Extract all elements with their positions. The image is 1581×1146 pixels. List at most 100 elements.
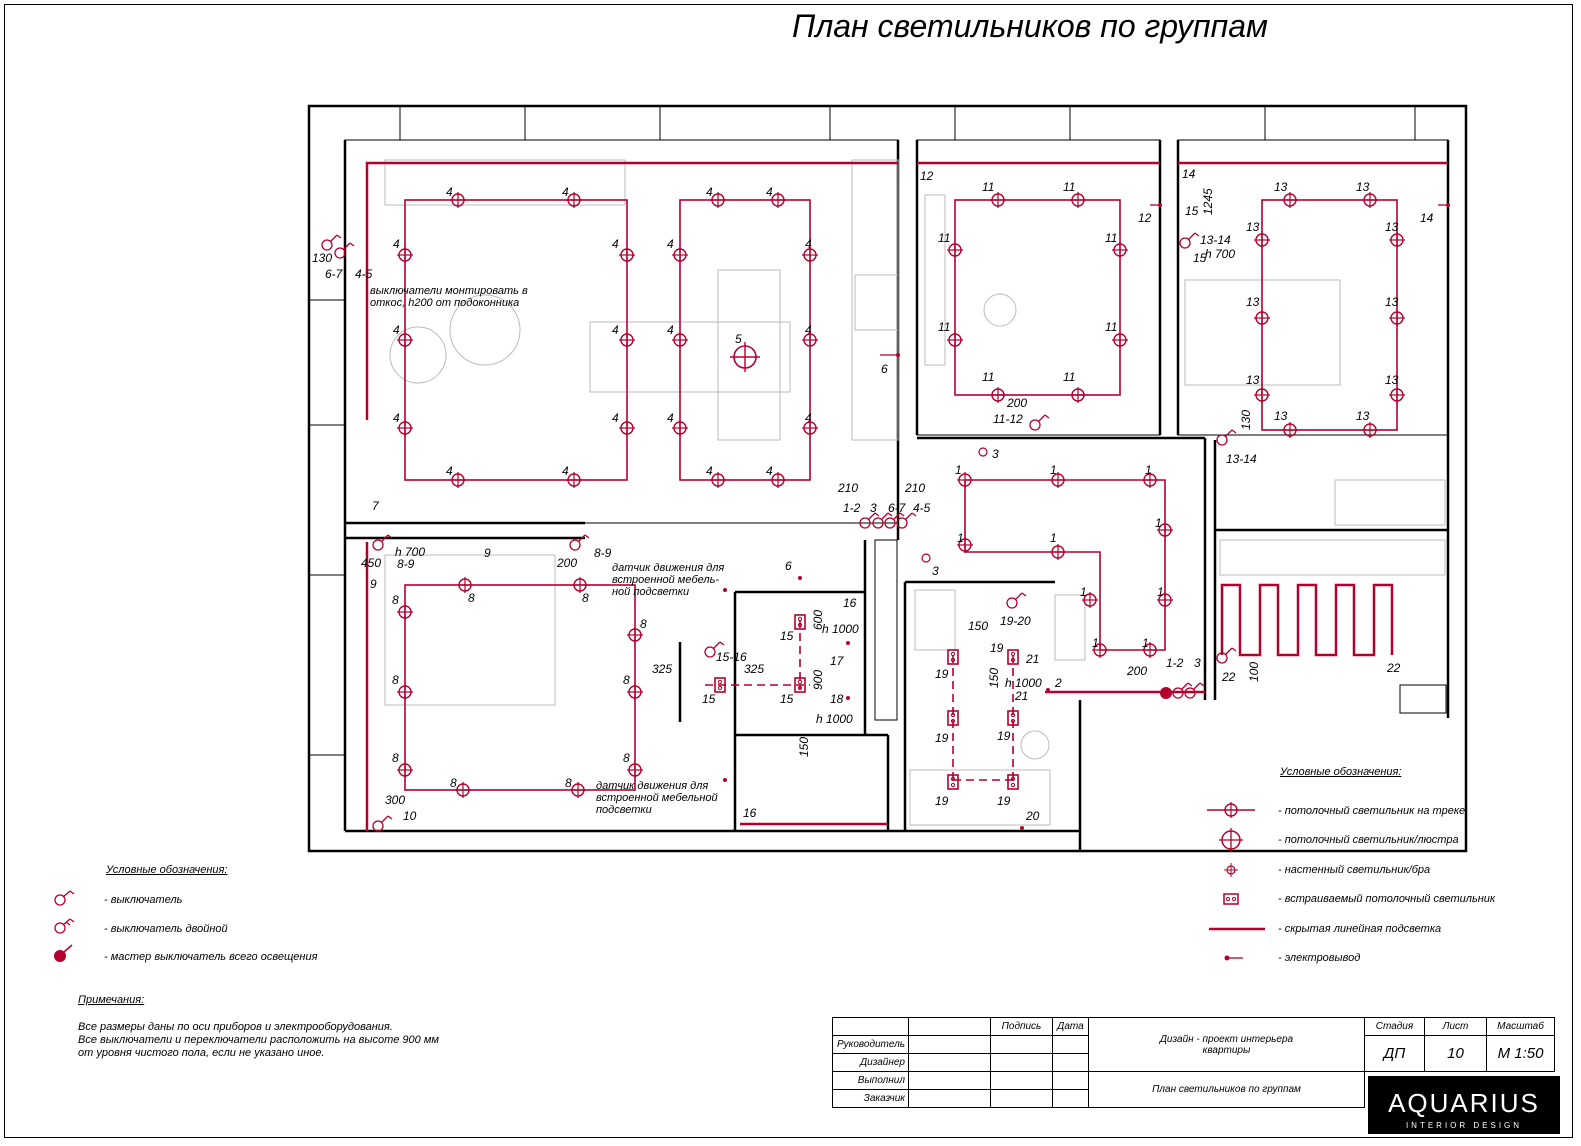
svg-text:4: 4 — [562, 185, 569, 199]
svg-text:100: 100 — [1247, 662, 1261, 682]
stamp-sheet: 10 — [1424, 1035, 1487, 1072]
svg-text:19: 19 — [997, 794, 1011, 808]
stamp-scale-header: Масштаб — [1486, 1017, 1555, 1036]
legend-right-item-3: - настенный светильник/бра — [1278, 864, 1431, 876]
legend-right-symbols — [1207, 802, 1265, 961]
svg-text:8: 8 — [623, 751, 630, 765]
svg-text:8: 8 — [392, 673, 399, 687]
svg-text:13: 13 — [1246, 295, 1260, 309]
svg-text:11: 11 — [938, 231, 950, 245]
svg-text:11: 11 — [982, 370, 994, 384]
svg-text:19: 19 — [997, 729, 1011, 743]
motion-sensor-note-2: датчик движения для встроенной мебельной… — [596, 780, 718, 816]
svg-text:4: 4 — [393, 323, 400, 337]
svg-text:7: 7 — [372, 499, 380, 513]
svg-text:19-20: 19-20 — [1000, 614, 1031, 628]
svg-text:21: 21 — [1014, 689, 1028, 703]
svg-text:200: 200 — [1126, 664, 1147, 678]
svg-text:4: 4 — [805, 323, 812, 337]
switch-mount-note: выключатели монтировать в откос, h200 от… — [370, 285, 528, 309]
svg-text:13: 13 — [1385, 373, 1399, 387]
chandelier — [730, 342, 760, 372]
wall-lamps — [921, 447, 988, 563]
legend-left-item-1: - выключатель — [104, 894, 183, 906]
svg-text:150: 150 — [987, 668, 1001, 688]
legend-wall-lamp-icon — [1224, 863, 1238, 877]
svg-text:3: 3 — [1194, 656, 1201, 670]
svg-text:3: 3 — [992, 447, 999, 461]
walls — [307, 104, 1468, 853]
svg-text:15: 15 — [1185, 204, 1199, 218]
svg-text:1: 1 — [1092, 636, 1099, 650]
dimensions: 130 210 210 450 200 200 200 300 325 325 … — [312, 188, 1261, 807]
motion-sensor-note-1: датчик движения для встроенной мебель- н… — [612, 562, 725, 598]
svg-text:8: 8 — [450, 776, 457, 790]
stamp-role-4: Заказчик — [832, 1089, 909, 1108]
stamp-sheet-title: План светильников по группам — [1088, 1071, 1365, 1108]
svg-text:325: 325 — [652, 662, 672, 676]
svg-text:11: 11 — [1063, 180, 1075, 194]
brand-logo: AQUARIUS INTERIOR DESIGN — [1368, 1076, 1560, 1134]
svg-text:13-14: 13-14 — [1226, 452, 1257, 466]
switches — [321, 232, 1237, 832]
svg-text:210: 210 — [837, 481, 858, 495]
svg-text:4: 4 — [446, 464, 453, 478]
remarks-title: Примечания: — [78, 994, 145, 1006]
title-block: Подпись Дата Дизайн - проект интерьера к… — [832, 1017, 1555, 1108]
svg-text:8: 8 — [640, 617, 647, 631]
svg-text:h 1000: h 1000 — [816, 712, 853, 726]
svg-text:13: 13 — [1356, 180, 1370, 194]
stamp-stage: ДП — [1364, 1035, 1425, 1072]
svg-text:8: 8 — [623, 673, 630, 687]
svg-text:4: 4 — [612, 237, 619, 251]
brand-subtitle: INTERIOR DESIGN — [1405, 1121, 1523, 1130]
stamp-date-header: Дата — [1052, 1017, 1089, 1036]
svg-text:19: 19 — [935, 667, 949, 681]
page-title: План светильников по группам — [792, 8, 1268, 44]
svg-text:450: 450 — [361, 556, 381, 570]
svg-text:19: 19 — [990, 641, 1004, 655]
svg-text:17: 17 — [830, 654, 845, 668]
light-tracks — [404, 199, 1398, 791]
stamp-sign-header: Подпись — [990, 1017, 1053, 1036]
svg-text:6-7: 6-7 — [888, 501, 907, 515]
svg-text:150: 150 — [797, 737, 811, 757]
stamp-scale: М 1:50 — [1486, 1035, 1555, 1072]
stamp-sheet-header: Лист — [1424, 1017, 1487, 1036]
svg-text:4: 4 — [706, 185, 713, 199]
svg-text:11-12: 11-12 — [993, 412, 1023, 426]
svg-text:22: 22 — [1221, 670, 1236, 684]
svg-text:19: 19 — [935, 731, 949, 745]
svg-text:3: 3 — [870, 501, 877, 515]
svg-text:12: 12 — [1138, 211, 1152, 225]
svg-text:150: 150 — [968, 619, 988, 633]
svg-text:16: 16 — [843, 596, 857, 610]
legend-right-item-4: - встраиваемый потолочный светильник — [1278, 893, 1496, 905]
svg-text:4: 4 — [562, 464, 569, 478]
svg-text:4: 4 — [393, 237, 400, 251]
svg-text:15: 15 — [702, 692, 716, 706]
svg-text:20: 20 — [1025, 809, 1040, 823]
svg-text:4: 4 — [393, 411, 400, 425]
svg-text:4: 4 — [766, 185, 773, 199]
electric-outlets — [723, 203, 1450, 830]
drawing-sheet — [4, 4, 1573, 1138]
svg-text:8: 8 — [392, 751, 399, 765]
stamp-project: Дизайн - проект интерьера квартиры — [1088, 1017, 1365, 1072]
svg-text:4-5: 4-5 — [913, 501, 931, 515]
svg-text:200: 200 — [1006, 396, 1027, 410]
legend-right-item-2: - потолочный светильник/люстра — [1278, 834, 1459, 846]
svg-text:3: 3 — [932, 564, 939, 578]
svg-text:1-2: 1-2 — [1166, 656, 1184, 670]
svg-text:325: 325 — [744, 662, 764, 676]
svg-text:600: 600 — [811, 610, 825, 630]
svg-text:6: 6 — [785, 559, 792, 573]
svg-text:10: 10 — [403, 809, 417, 823]
svg-text:13: 13 — [1246, 220, 1260, 234]
svg-text:6: 6 — [881, 362, 888, 376]
svg-text:4: 4 — [612, 323, 619, 337]
stamp-role-1: Руководитель — [832, 1035, 909, 1054]
svg-text:15-16: 15-16 — [716, 650, 747, 664]
svg-text:8-9: 8-9 — [397, 557, 415, 571]
svg-text:13: 13 — [1385, 220, 1399, 234]
